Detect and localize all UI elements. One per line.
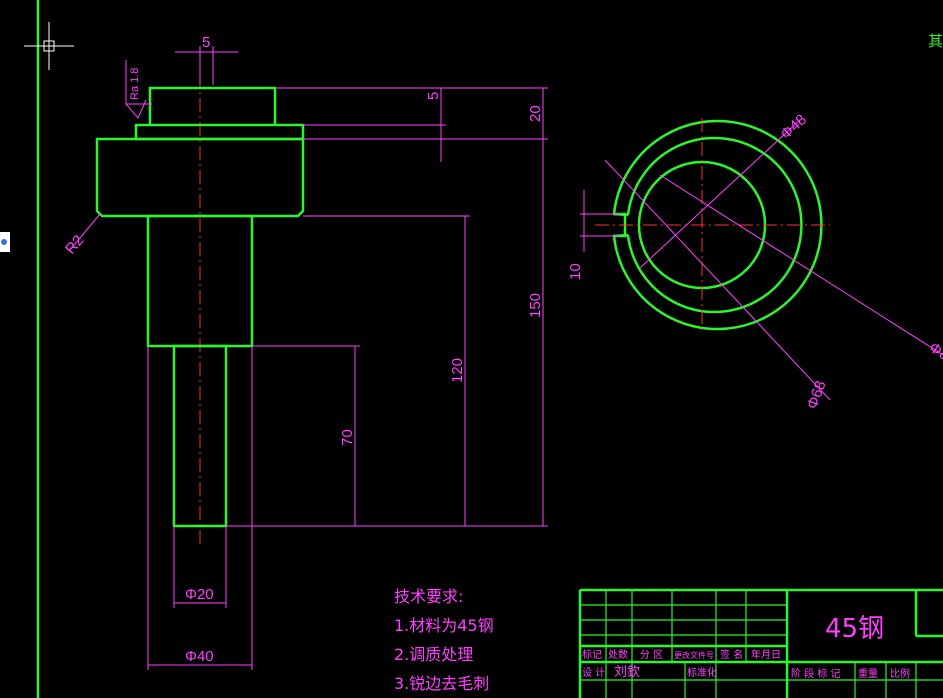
- tb-header-mark: 标记: [582, 649, 602, 661]
- front-view-labels: 5 Ra 1.8 5 20 R2 150 120 70 Φ20 Φ40: [62, 34, 544, 665]
- crosshair-cursor: [24, 22, 74, 70]
- dim-radius: R2: [62, 232, 87, 258]
- dim-shoulder-height: 5: [425, 92, 442, 100]
- notes-line-1: 1.材料为45钢: [394, 616, 494, 635]
- tb-designer-name: 刘欽: [614, 665, 640, 680]
- technical-notes: 技术要求: 1.材料为45钢 2.调质处理 3.锐边去毛刺: [394, 587, 494, 693]
- tb-header-count: 处数: [608, 648, 628, 661]
- dim-length-120: 120: [449, 358, 466, 383]
- dim-length-70: 70: [339, 429, 356, 446]
- tb-header-zone: 分 区: [640, 649, 663, 661]
- notes-title: 技术要求:: [394, 587, 463, 606]
- tb-header-sign: 签 名: [720, 648, 743, 661]
- dim-dia-20: Φ20: [185, 586, 214, 603]
- dim-dia-40: Φ40: [185, 648, 214, 665]
- dim-dia-48: Φ48: [777, 111, 810, 143]
- dim-dia-cut: Φ8: [926, 339, 943, 364]
- tb-weight: 重量: [858, 667, 878, 680]
- title-block: 标记 处数 分 区 更改文件号 签 名 年月日 设 计 刘欽 标准化 45钢 阶…: [578, 588, 943, 698]
- dim-slot-width: 10: [567, 263, 584, 280]
- tb-scale: 比例: [890, 667, 910, 680]
- dim-dia-68: Φ68: [804, 379, 830, 412]
- tb-material: 45钢: [825, 614, 884, 644]
- tb-stage-mark: 阶 段 标 记: [791, 667, 841, 680]
- roughness-label: Ra 1.8: [129, 68, 141, 100]
- tb-header-date: 年月日: [751, 648, 781, 661]
- tb-designer-label: 设 计: [582, 666, 605, 679]
- tb-header-change-doc: 更改文件号: [674, 650, 714, 660]
- notes-line-3: 3.锐边去毛刺: [394, 674, 489, 693]
- dim-head-height: 20: [527, 105, 544, 122]
- shaft-front-view: [95, 50, 305, 545]
- tb-standardization: 标准化: [687, 666, 717, 679]
- dim-top-width: 5: [202, 34, 210, 51]
- notes-line-2: 2.调质处理: [394, 645, 473, 664]
- dim-total-length: 150: [527, 293, 544, 318]
- front-view-dimensions: [69, 46, 548, 670]
- side-tool-icon[interactable]: [0, 232, 10, 252]
- top-right-text: 其: [928, 32, 943, 50]
- side-view: [595, 118, 830, 332]
